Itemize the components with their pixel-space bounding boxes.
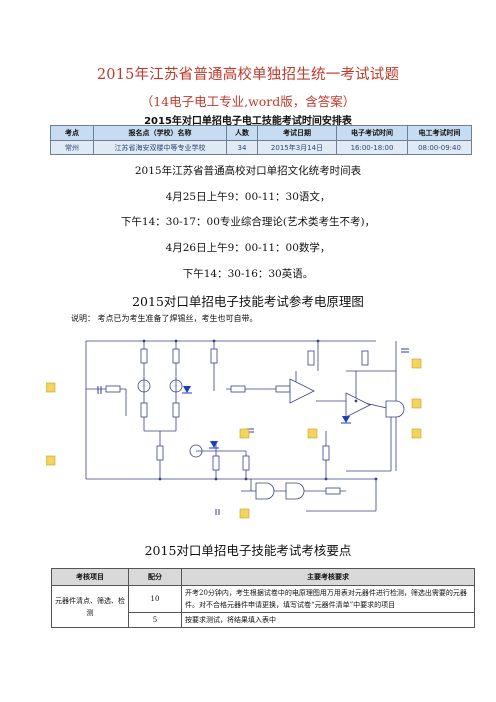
exam-requirement-cell: 按要求测试，将结果填入表中 xyxy=(181,612,475,628)
capacitor-icons xyxy=(97,348,409,515)
schedule-header-cell: 报名点（学校）名称 xyxy=(93,125,227,141)
schedule-header-cell: 人数 xyxy=(226,125,258,141)
schedule-cell: 江苏省海安双楼中等专业学校 xyxy=(93,140,227,155)
diode-icons xyxy=(182,386,351,449)
culture-line: 下午14：30-16：30英语。 xyxy=(182,268,314,280)
schedule-header-cell: 电子考试时间 xyxy=(336,125,408,141)
document-subtitle: （14电子电工专业,word版，含答案） xyxy=(140,94,356,109)
circuit-note: 说明： 考点已为考生准备了焊锡丝，考生也可自带。 xyxy=(71,314,258,323)
logic-gate-icons xyxy=(255,400,405,500)
schedule-cell: 34 xyxy=(226,140,258,155)
culture-heading: 2015年江苏省普通高校对口单招文化统考时间表 xyxy=(134,165,362,177)
culture-line: 下午14：30-17：00专业综合理论(艺术类考生不考)， xyxy=(120,216,376,228)
schedule-cell: 08:00-09:40 xyxy=(407,140,472,155)
schedule-cell: 常州 xyxy=(50,140,94,155)
exam-item-cell: 元器件清点、筛选、检测 xyxy=(51,585,129,628)
schedule-header-cell: 考试日期 xyxy=(257,125,337,141)
terminal-pads xyxy=(46,358,422,519)
circuit-wires xyxy=(85,340,397,512)
schedule-header-cell: 电工考试时间 xyxy=(407,125,472,141)
exam-score-cell: 10 xyxy=(128,585,182,613)
exam-requirement-cell: 开考20分钟内，考生根据试卷中的电原理图用万用表对元器件进行检测，筛选出需要的元… xyxy=(181,585,475,613)
table-row: 5 按要求测试，将结果填入表中 xyxy=(52,612,475,628)
culture-line: 4月25日上午9：00-11：30语文， xyxy=(165,191,331,203)
schedule-cell: 16:00-18:00 xyxy=(336,140,408,155)
exam-heading: 2015对口单招电子技能考试考核要点 xyxy=(144,543,352,558)
op-amp-icons xyxy=(289,378,371,418)
schedule-header-cell: 考点 xyxy=(50,125,94,141)
schedule-cell: 2015年3月14日 xyxy=(257,140,337,155)
document-title: 2015年江苏省普通高校单独招生统一考试试题 xyxy=(96,67,400,83)
resistors xyxy=(105,348,369,495)
exam-header-cell: 配分 xyxy=(128,568,182,586)
exam-table: 考核项目 配分 主要考核要求 元器件清点、筛选、检测 10 开考20分钟内，考生… xyxy=(51,568,475,628)
culture-line: 4月26日上午9：00-11：00数学， xyxy=(165,242,331,254)
exam-score-cell: 5 xyxy=(128,612,182,628)
junction-dots xyxy=(142,339,378,481)
table-row: 常州 江苏省海安双楼中等专业学校 34 2015年3月14日 16:00-18:… xyxy=(50,140,472,155)
exam-header-cell: 主要考核要求 xyxy=(181,568,475,586)
schedule-table-title: 2015年对口单招电子电工技能考试时间安排表 xyxy=(144,116,352,127)
circuit-diagram xyxy=(46,339,422,519)
circuit-heading: 2015对口单招电子技能考试参考电原理图 xyxy=(132,294,364,309)
exam-header-row: 考核项目 配分 主要考核要求 xyxy=(51,568,475,586)
schedule-table: 考点 报名点（学校）名称 人数 考试日期 电子考试时间 电工考试时间 常州 江苏… xyxy=(50,125,472,155)
exam-header-cell: 考核项目 xyxy=(51,568,129,586)
transistor-icons xyxy=(137,379,203,458)
schedule-header-row: 考点 报名点（学校）名称 人数 考试日期 电子考试时间 电工考试时间 xyxy=(50,125,472,141)
table-row: 元器件清点、筛选、检测 10 开考20分钟内，考生根据试卷中的电原理图用万用表对… xyxy=(51,585,475,628)
